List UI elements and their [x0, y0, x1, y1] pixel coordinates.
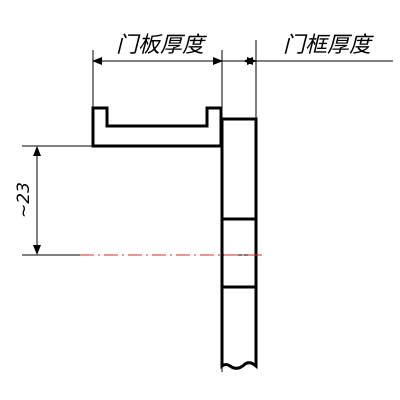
door-frame-middle-section — [220, 217, 258, 289]
door-panel-section — [91, 106, 223, 148]
door-frame-upper-section — [220, 117, 258, 221]
door-frame-thickness-label: 门框厚度 — [283, 33, 374, 58]
door-panel-thickness-label: 门板厚度 — [116, 33, 207, 58]
vertical-dimension-label: ~23 — [14, 182, 34, 218]
door-frame-lower-section — [220, 285, 258, 370]
